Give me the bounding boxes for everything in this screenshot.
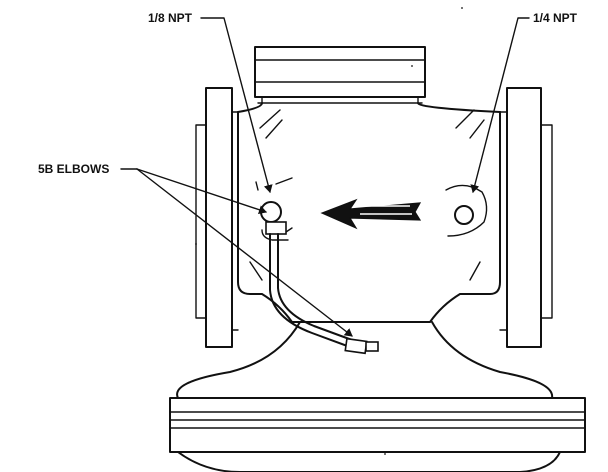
lower-neck [176, 321, 554, 399]
arrow-left-icon [320, 198, 422, 230]
label-1-8-npt: 1/8 NPT [148, 11, 193, 25]
sensing-tube [269, 233, 379, 355]
specks [195, 7, 463, 455]
label-1-4-npt: 1/4 NPT [533, 11, 578, 25]
left-flange [195, 87, 239, 348]
valve-body [237, 102, 501, 323]
left-tap-port [255, 177, 293, 241]
base-plate [169, 397, 586, 472]
label-5b-elbows: 5B ELBOWS [38, 162, 110, 176]
top-cap [254, 46, 426, 104]
right-tap-port [445, 184, 488, 237]
leader-lines [120, 17, 530, 337]
right-flange [499, 87, 553, 348]
